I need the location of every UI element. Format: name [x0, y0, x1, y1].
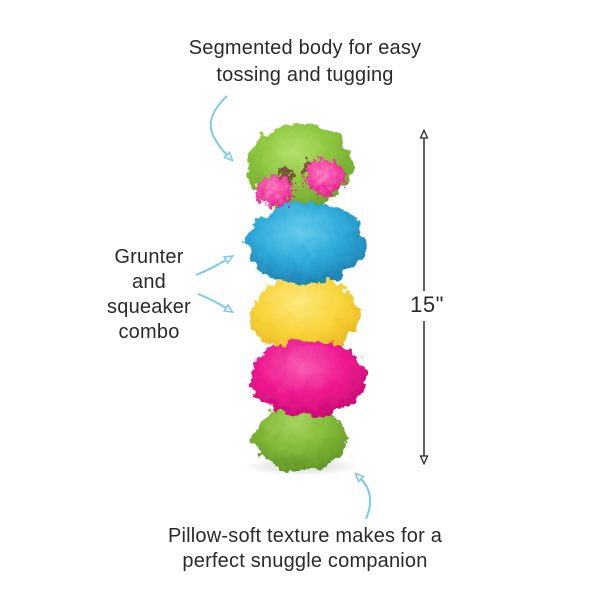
plush-caterpillar-toy	[244, 122, 366, 476]
toy-left-pink-tuft	[257, 175, 293, 207]
callout-segmented-body: Segmented body for easy tossing and tugg…	[0, 35, 610, 89]
toy-segment-bottom-green	[254, 403, 346, 471]
toy-right-pink-tuft	[305, 159, 345, 195]
callout-left-line2: and	[132, 271, 166, 293]
toy-segment-blue	[246, 201, 366, 285]
arrow-left-upper-icon	[195, 260, 226, 276]
callout-bottom-line2: perfect snuggle companion	[182, 550, 428, 572]
callout-left-line4: combo	[118, 321, 180, 343]
dimension-label: 15"	[410, 292, 444, 317]
curved-arrow-bottom-callout-icon	[361, 479, 372, 520]
callout-top-line1: Segmented body for easy	[188, 37, 422, 59]
curved-arrow-top-callout-icon	[209, 95, 227, 155]
toy-segment-yellow	[251, 276, 359, 356]
callout-left-line3: squeaker	[107, 296, 191, 318]
callout-left-line1: Grunter	[114, 246, 184, 268]
toy-segment-pink	[250, 340, 366, 416]
callout-grunter-squeaker: Grunter and squeaker combo	[59, 245, 239, 345]
arrow-left-lower-icon	[197, 293, 226, 308]
callout-bottom-line1: Pillow-soft texture makes for a	[167, 525, 443, 547]
callout-pillow-soft: Pillow-soft texture makes for a perfect …	[0, 524, 610, 574]
callout-top-line2: tossing and tugging	[216, 64, 394, 86]
